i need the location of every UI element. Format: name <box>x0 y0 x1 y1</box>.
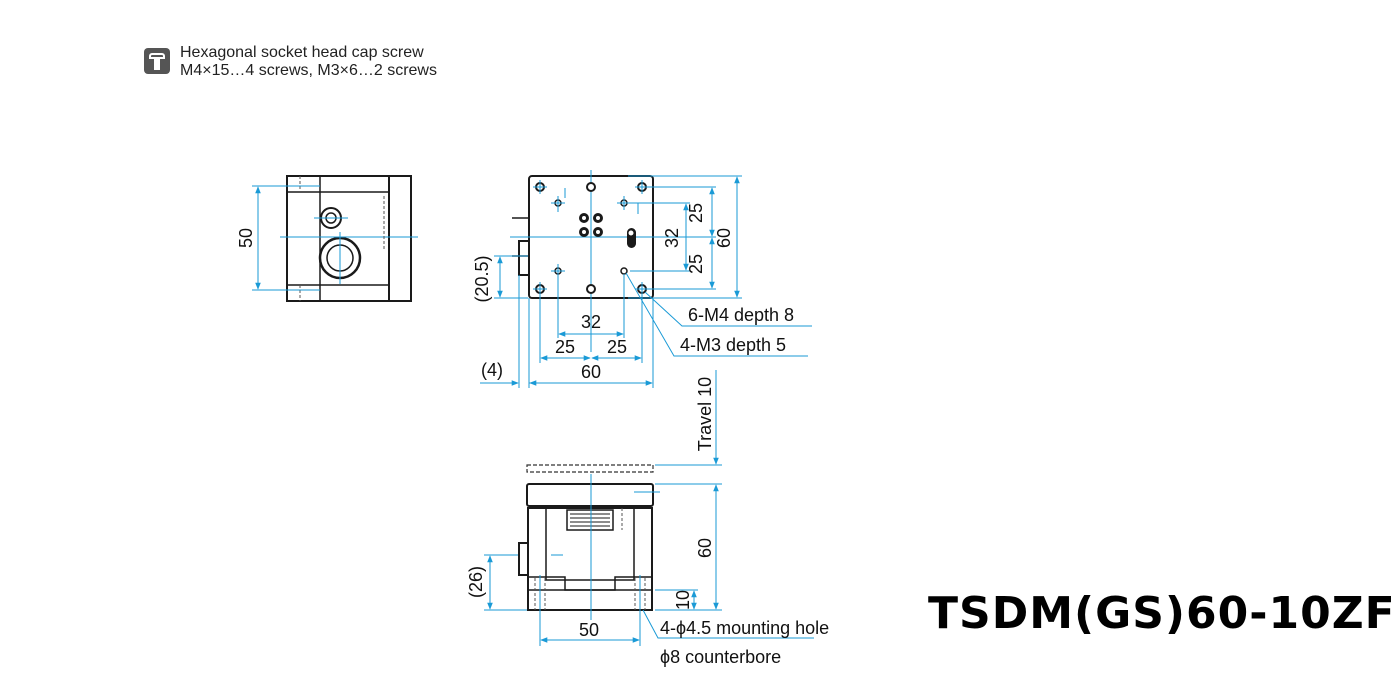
travel-label: Travel 10 <box>695 377 715 451</box>
legend-line-2: M4×15…4 screws, M3×6…2 screws <box>180 62 437 79</box>
legend-text: Hexagonal socket head cap screw M4×15…4 … <box>180 44 437 80</box>
hex-socket-screw-icon <box>144 48 170 74</box>
front-60-label: 60 <box>695 538 715 558</box>
mounting-hole-note: 4-ϕ4.5 mounting hole <box>660 618 829 638</box>
front-10-label: 10 <box>673 590 693 610</box>
m4-note: 6-M4 depth 8 <box>688 305 794 325</box>
h25b-label: 25 <box>607 337 627 357</box>
top-60v-label: 60 <box>714 228 734 248</box>
front-26-label: (26) <box>466 566 486 598</box>
side-view <box>252 175 418 302</box>
h60-label: 60 <box>581 362 601 382</box>
top-view <box>480 170 812 388</box>
side-height-label: 50 <box>236 228 256 248</box>
legend-line-1: Hexagonal socket head cap screw <box>180 44 424 61</box>
offset-20-5-label: (20.5) <box>472 255 492 302</box>
top-25a-label: 25 <box>686 203 706 223</box>
front-view <box>484 370 814 646</box>
h32-label: 32 <box>581 312 601 332</box>
front-50-label: 50 <box>579 620 599 640</box>
offset-4-label: (4) <box>481 360 503 380</box>
screw-legend: Hexagonal socket head cap screw M4×15…4 … <box>144 44 437 80</box>
m3-note: 4-M3 depth 5 <box>680 335 786 355</box>
product-title: TSDM(GS)60-10ZF <box>928 588 1396 639</box>
h25a-label: 25 <box>555 337 575 357</box>
top-25b-label: 25 <box>686 254 706 274</box>
top-32v-label: 32 <box>662 228 682 248</box>
counterbore-note: ϕ8 counterbore <box>660 647 781 667</box>
